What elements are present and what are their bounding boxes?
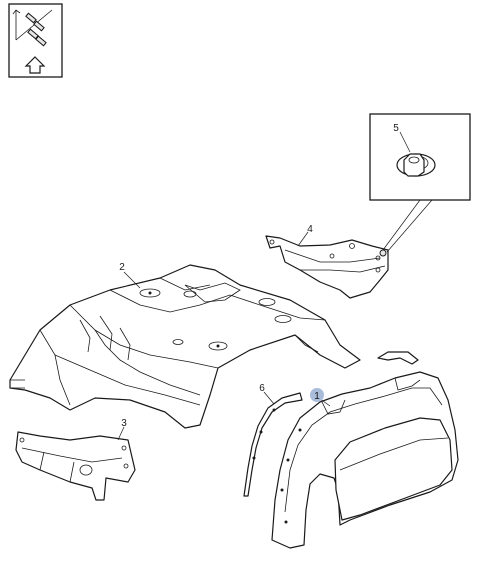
bracket-part-3: [15, 431, 136, 501]
floor-pan-part: [9, 264, 361, 429]
callout-2-label[interactable]: 2: [119, 262, 125, 273]
fastener-detail-box: [369, 113, 471, 257]
bracket-part-4: [265, 235, 389, 299]
callout-1-label: 1: [314, 391, 320, 402]
callout-1-highlight: [310, 388, 324, 402]
callout-1[interactable]: 1: [310, 388, 324, 402]
seal-strip-part-6: [243, 351, 419, 497]
vehicle-orientation-icon: [8, 3, 63, 78]
leader-lines: [117, 131, 411, 441]
wheel-arch-liner-part-1: [271, 371, 459, 549]
callout-3-label[interactable]: 3: [121, 418, 127, 429]
callout-6-label[interactable]: 6: [259, 383, 265, 394]
callout-5-label[interactable]: 5: [393, 123, 399, 134]
callout-4-label[interactable]: 4: [307, 224, 313, 235]
